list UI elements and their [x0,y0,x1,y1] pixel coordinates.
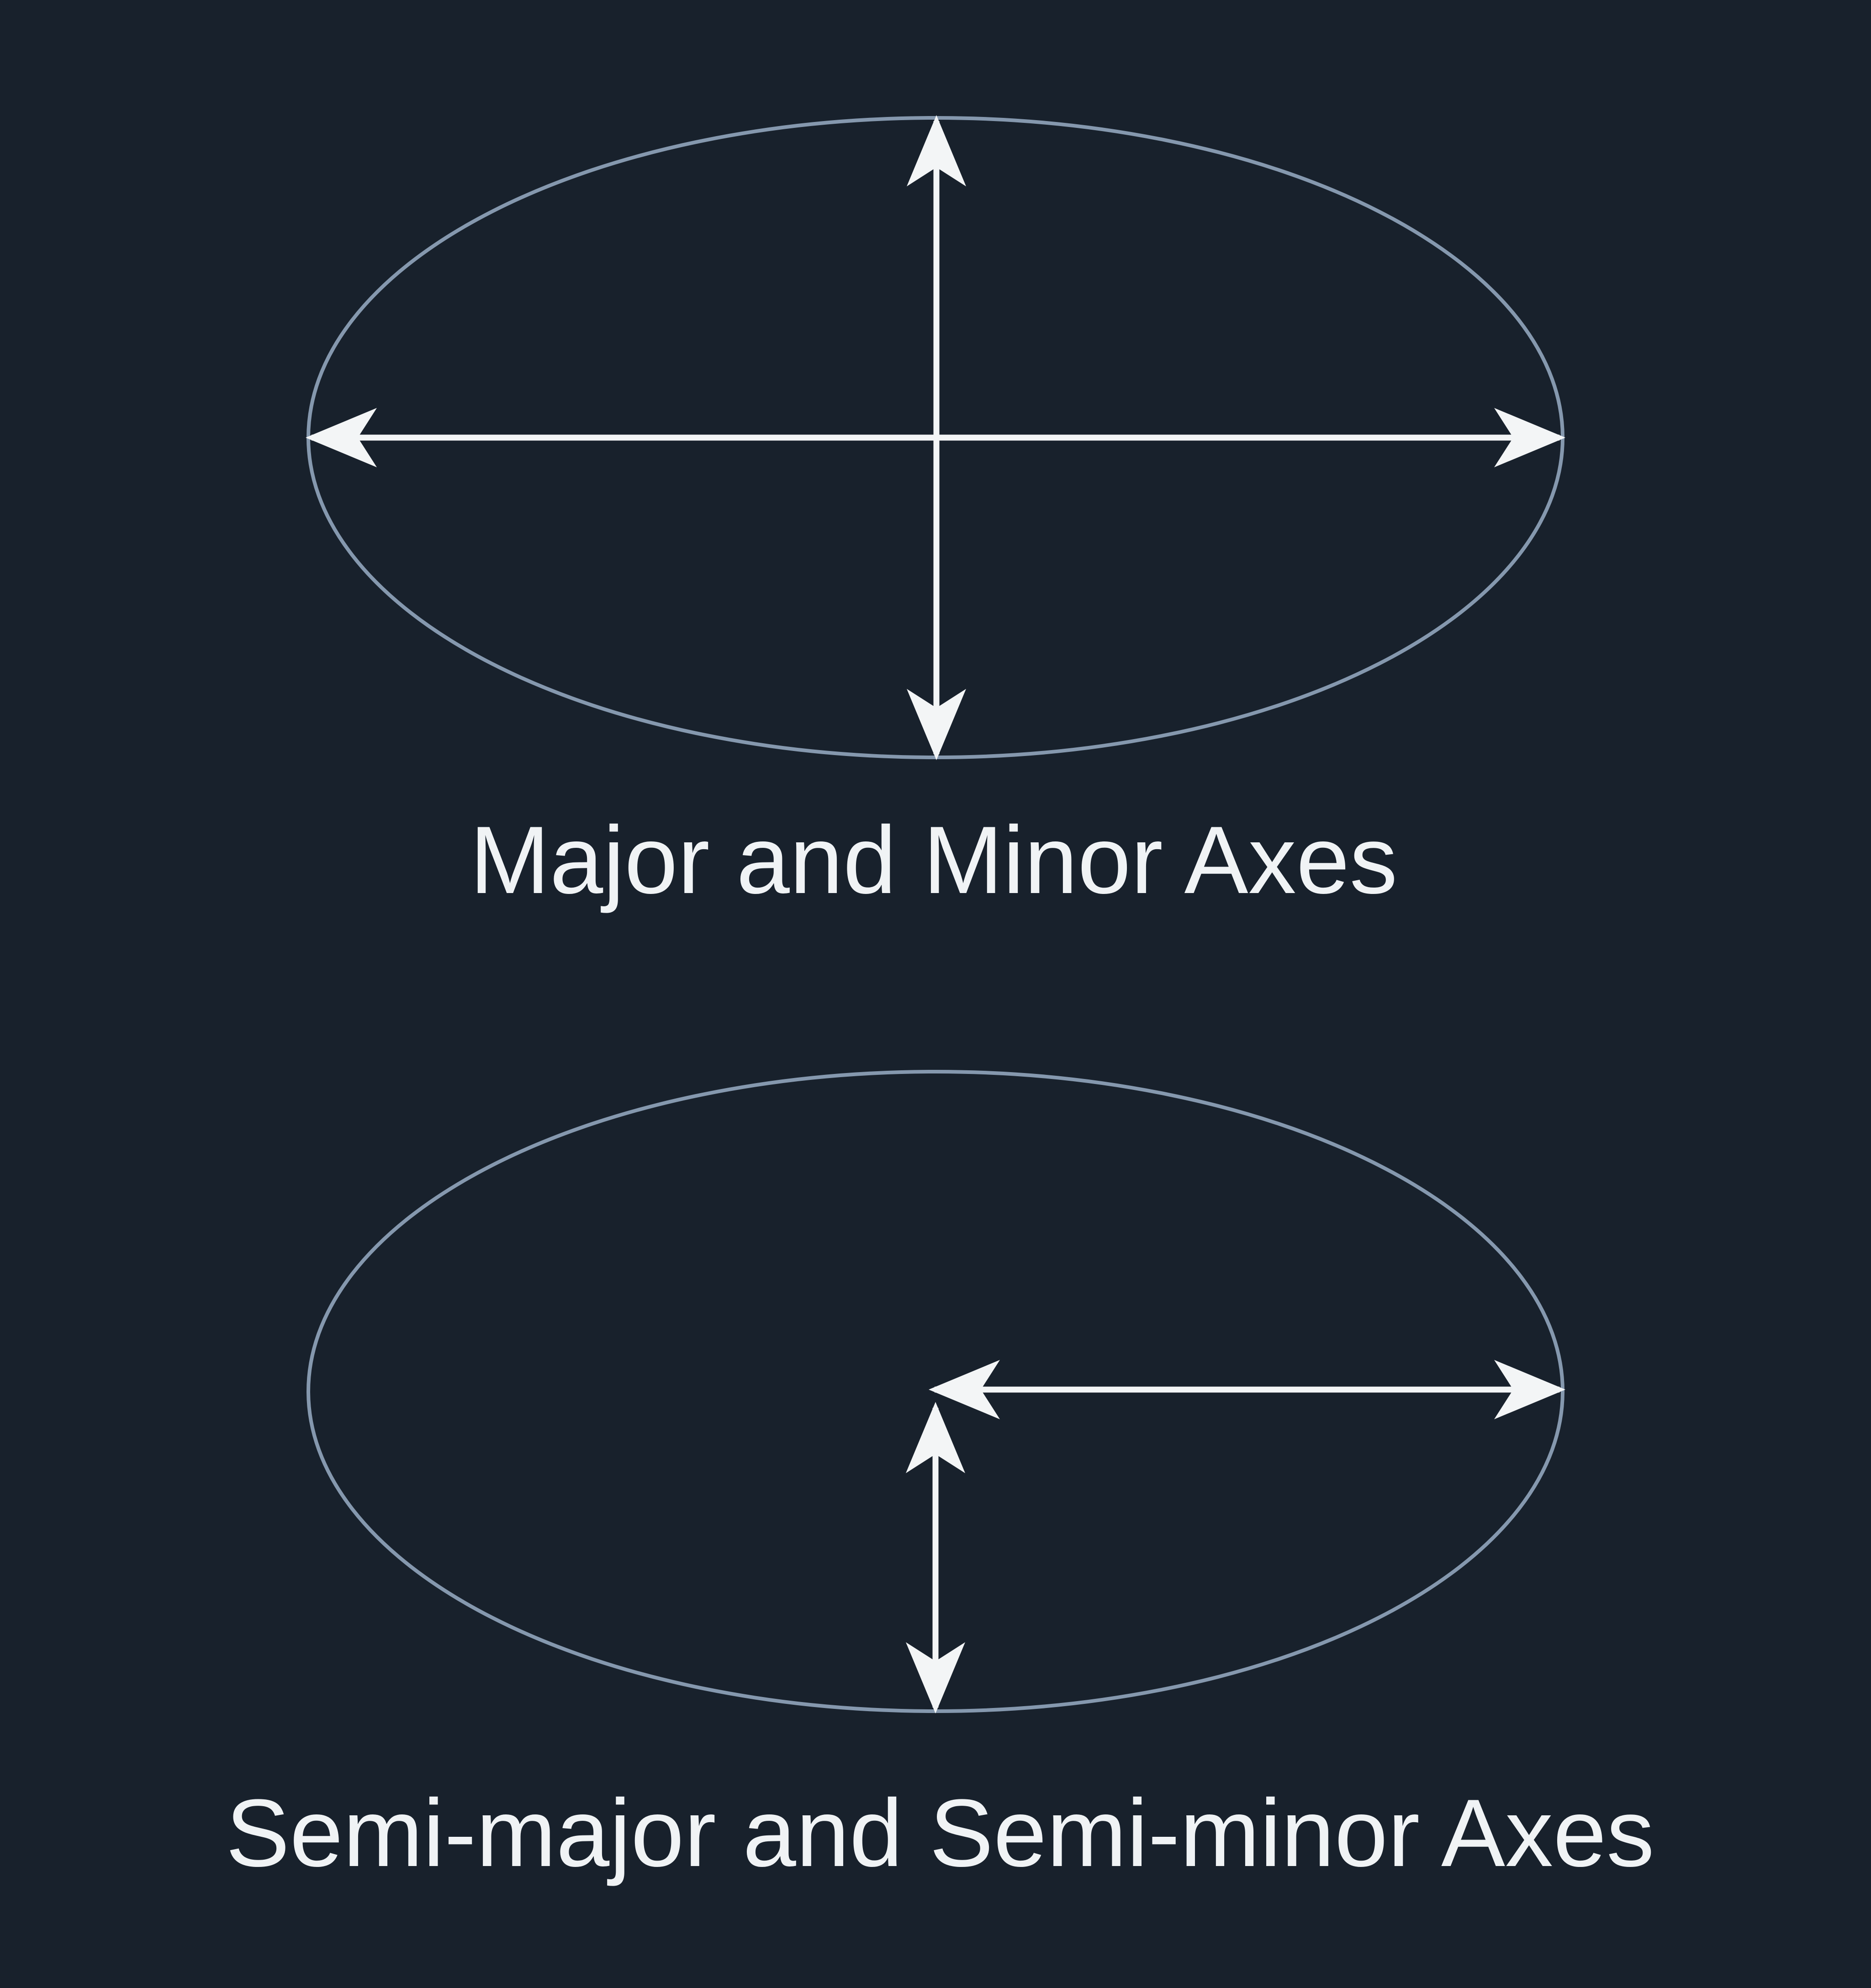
caption-semi-major-minor: Semi-major and Semi-minor Axes [226,1779,1654,1887]
figure-major-minor: Major and Minor Axes [306,115,1565,914]
caption-major-minor: Major and Minor Axes [470,806,1398,914]
figure-semi-major-minor: Semi-major and Semi-minor Axes [226,1070,1654,1887]
